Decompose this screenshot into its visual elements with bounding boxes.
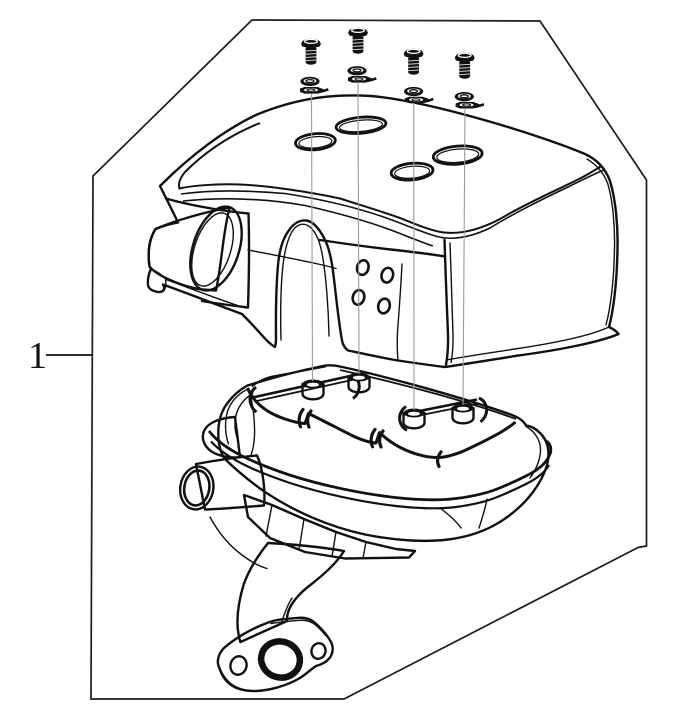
svg-text:1: 1 bbox=[28, 335, 47, 377]
